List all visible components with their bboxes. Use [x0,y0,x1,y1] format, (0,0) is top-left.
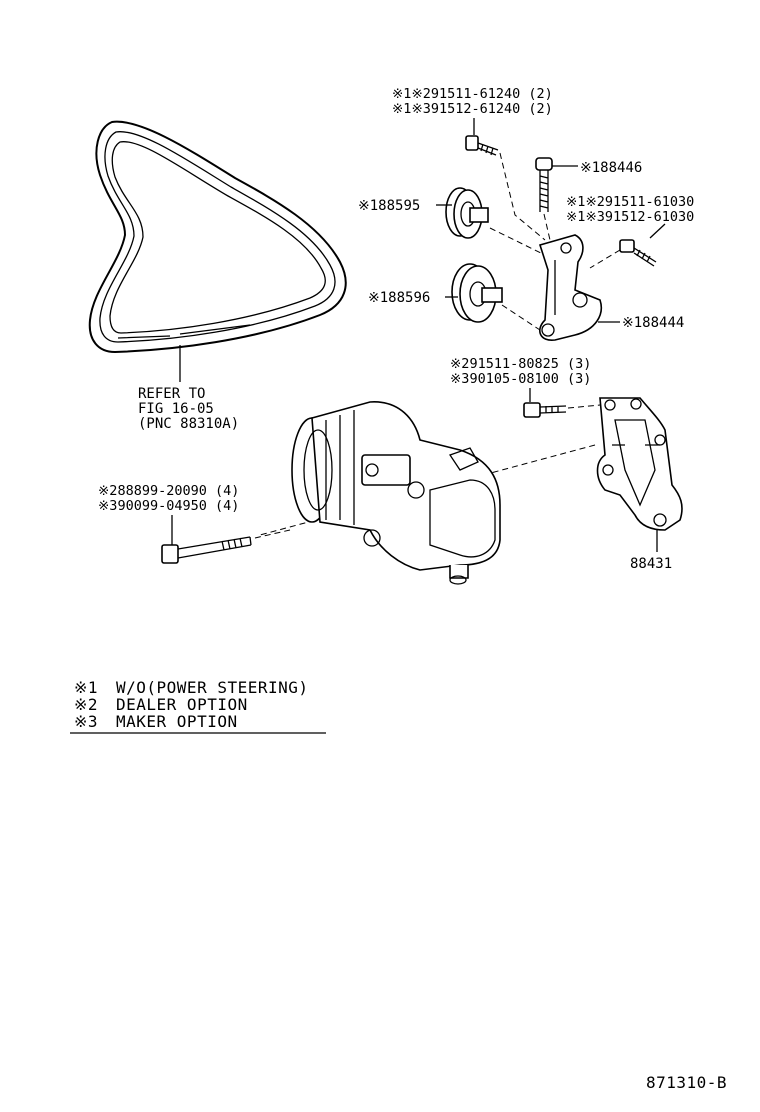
drive-belt [88,120,347,354]
bolt-top-partno-2: ※1※391512-61240 (2) [392,101,553,117]
legend-text-2: DEALER OPTION [116,695,248,714]
legend: ※1 W/O(POWER STEERING) ※2 DEALER OPTION … [70,678,326,734]
compressor-bracket-88431-icon [596,397,683,531]
legend-mark-2: ※2 [74,695,98,714]
belt-reference-line-1: REFER TO [138,386,205,402]
bolt-right-icon [619,239,657,267]
bolt-188446-icon [535,157,553,212]
idler-pulley-188596-icon [451,263,503,323]
belt-reference-line-2: FIG 16-05 [138,401,214,417]
idler-pulley-188595-icon [445,187,489,239]
part-188596-label: ※188596 [368,290,430,306]
part-188595-label: ※188595 [358,198,420,214]
legend-text-1: W/O(POWER STEERING) [116,678,309,697]
legend-text-3: MAKER OPTION [116,712,238,731]
figure-id: 871310-B [646,1073,727,1092]
bolt-mid-icon [523,402,567,418]
part-188444-label: ※188444 [622,315,684,331]
bolt-right-partno-1: ※1※291511-61030 [566,194,694,210]
part-88431-label: 88431 [630,556,672,572]
long-bolt-partno-1: ※288899-20090 (4) [98,483,239,499]
part-188446-label: ※188446 [580,160,642,176]
legend-mark-3: ※3 [74,712,98,731]
bracket-188444-icon [538,234,602,341]
ac-compressor-icon [291,401,501,585]
legend-mark-1: ※1 [74,678,98,697]
long-bolt-icon [161,536,252,564]
bolt-mid-partno-2: ※390105-08100 (3) [450,371,591,387]
bolt-top-partno-1: ※1※291511-61240 (2) [392,86,553,102]
bolt-right-partno-2: ※1※391512-61030 [566,209,694,225]
long-bolt-partno-2: ※390099-04950 (4) [98,498,239,514]
bolt-mid-partno-1: ※291511-80825 (3) [450,356,591,372]
belt-reference-line-3: (PNC 88310A) [138,416,239,432]
bolt-top-icon [465,135,499,156]
